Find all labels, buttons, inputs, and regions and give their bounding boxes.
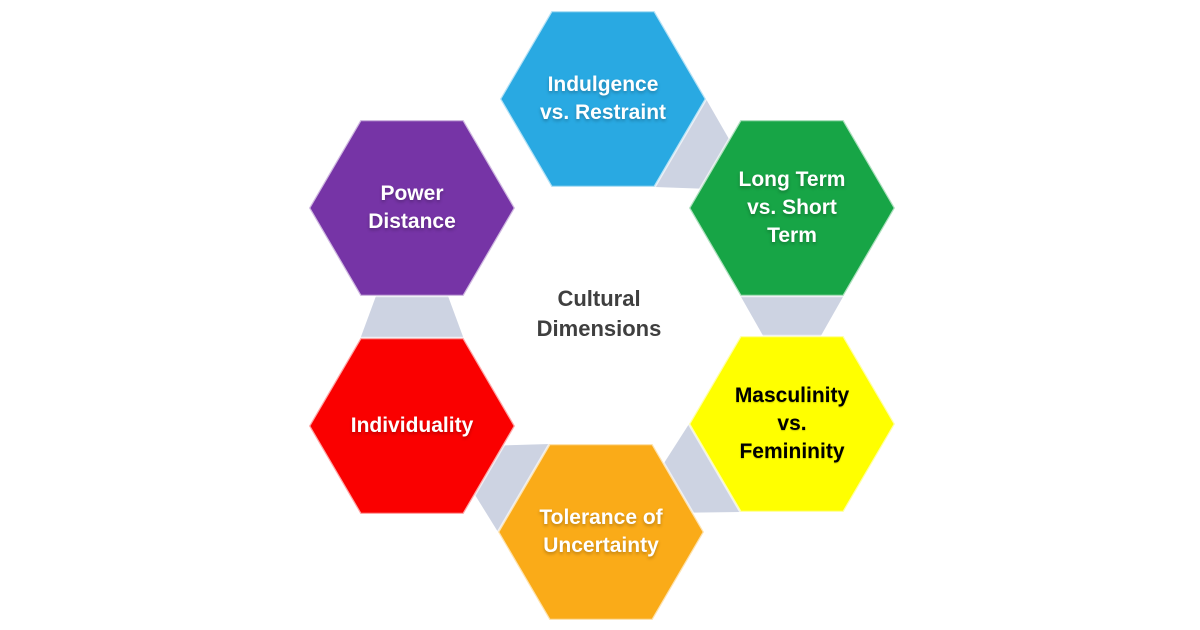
connector-masculinity-tolerance xyxy=(663,424,741,513)
connector-indulgence-longterm xyxy=(654,99,730,189)
hexagon-masculinity xyxy=(687,334,897,514)
hexagon-tolerance xyxy=(496,442,706,622)
connector-tolerance-individuality xyxy=(474,444,550,532)
connector-individuality-power xyxy=(360,296,464,338)
hexagon-long-term xyxy=(687,118,897,298)
connector-longterm-masculinity xyxy=(740,296,844,336)
hexagon-power-distance xyxy=(307,118,517,298)
hexagon-indulgence xyxy=(498,9,708,189)
hexagon-individuality xyxy=(307,336,517,516)
